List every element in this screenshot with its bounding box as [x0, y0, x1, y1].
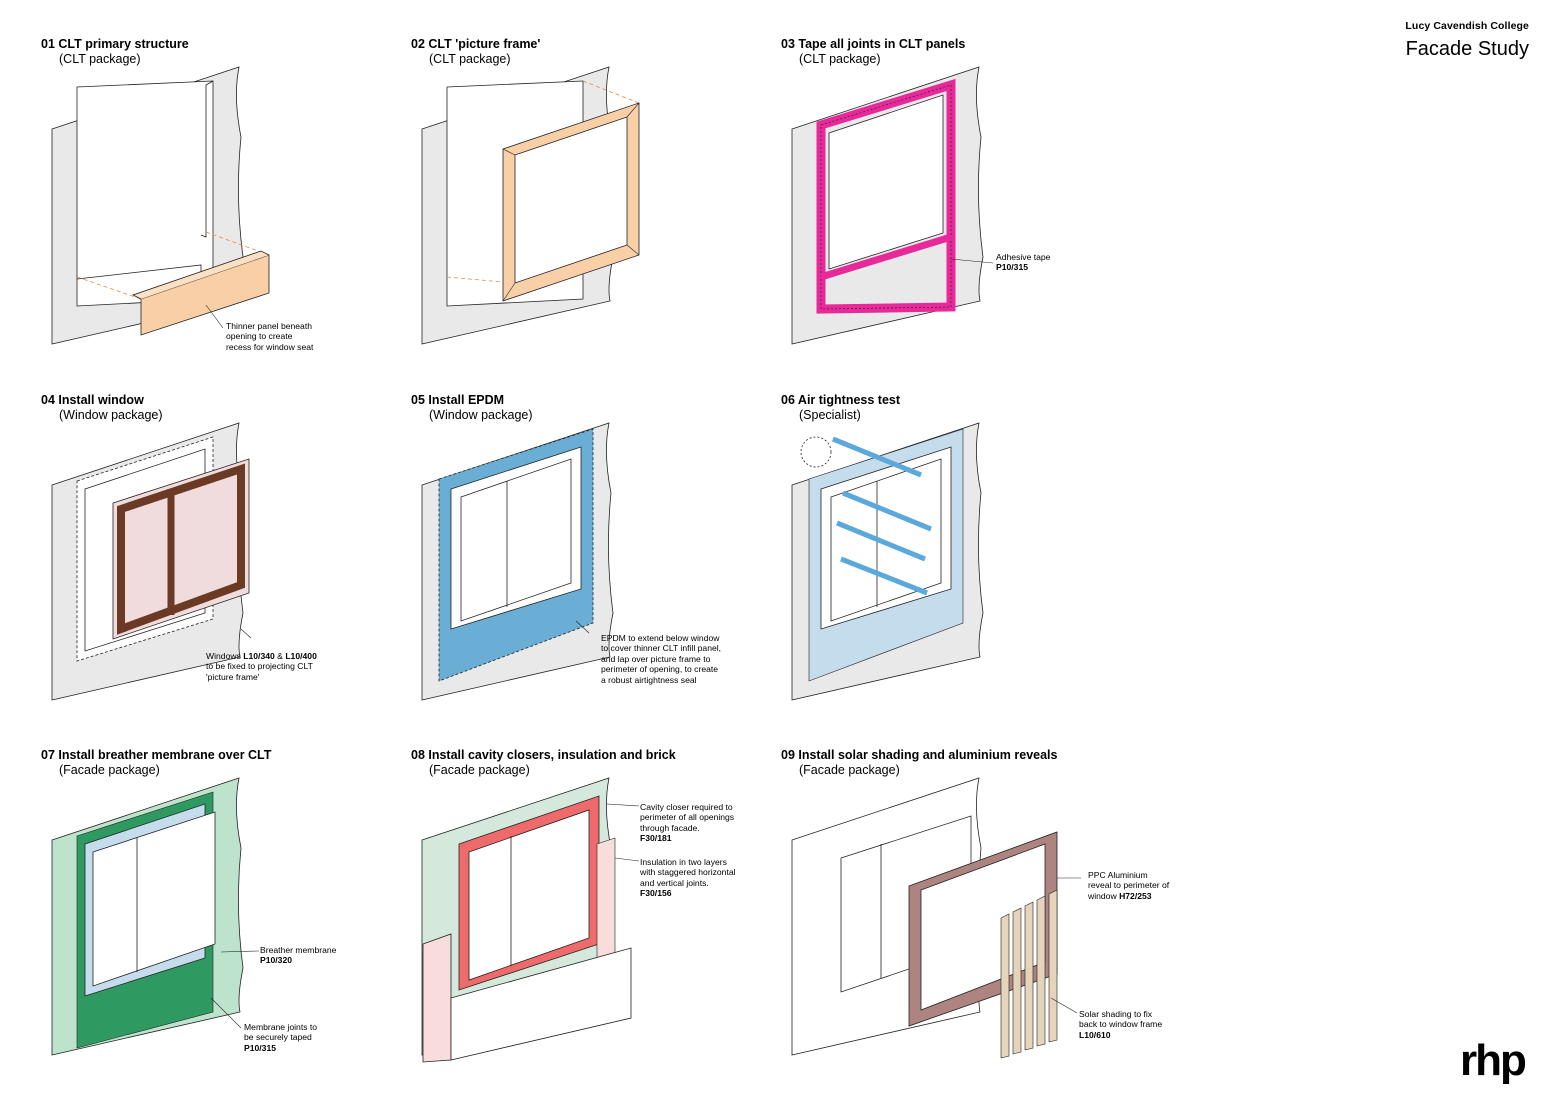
step-07-drawing	[51, 777, 260, 1056]
step-title: 05 Install EPDM	[411, 393, 505, 407]
step-01-drawing	[51, 66, 270, 345]
step-title: 02 CLT 'picture frame'	[411, 37, 541, 51]
note-cavity-closer: Cavity closer required to perimeter of a…	[640, 802, 735, 844]
step-title: 07 Install breather membrane over CLT	[41, 748, 272, 762]
step-title: 08 Install cavity closers, insulation an…	[411, 748, 676, 762]
step-subtitle: (Facade package)	[799, 763, 900, 777]
note-solar-shading: Solar shading to fix back to window fram…	[1079, 1009, 1163, 1040]
step-07-panel: 07 Install breather membrane over CLT (F…	[41, 748, 411, 1093]
step-subtitle: (CLT package)	[59, 52, 141, 66]
step-subtitle: (CLT package)	[799, 52, 881, 66]
step-03-drawing	[791, 66, 994, 345]
note-adhesive-tape: Adhesive tape P10/315	[996, 252, 1051, 273]
step-title: 03 Tape all joints in CLT panels	[781, 37, 966, 51]
step-subtitle: (Facade package)	[429, 763, 530, 777]
step-04-panel: 04 Install window (Window package) Windo…	[41, 393, 411, 738]
step-01-panel: 01 CLT primary structure (CLT package) T…	[41, 37, 411, 382]
step-03-panel: 03 Tape all joints in CLT panels (CLT pa…	[781, 37, 1151, 382]
step-subtitle: (Window package)	[59, 408, 163, 422]
step-08-panel: 08 Install cavity closers, insulation an…	[411, 748, 781, 1093]
step-06-panel: 06 Air tightness test (Specialist)	[781, 393, 1151, 738]
note-aluminium-reveal: PPC Aluminium reveal to perimeter of win…	[1088, 870, 1170, 901]
title-block: Lucy Cavendish College Facade Study	[1405, 20, 1529, 61]
note-insulation: Insulation in two layers with staggered …	[640, 857, 736, 899]
step-09-panel: 09 Install solar shading and aluminium r…	[781, 748, 1169, 1093]
note-thinner-panel: Thinner panel beneath opening to create …	[226, 321, 314, 352]
rhp-logo: rhp	[1460, 1036, 1527, 1085]
step-subtitle: (Window package)	[429, 408, 533, 422]
step-08-drawing	[421, 777, 640, 1063]
step-02-panel: 02 CLT 'picture frame' (CLT package)	[411, 37, 781, 382]
step-06-drawing	[791, 422, 984, 701]
note-breather-membrane: Breather membrane P10/320	[260, 945, 337, 966]
step-09-drawing	[791, 777, 1081, 1059]
step-05-panel: 05 Install EPDM (Window package) EPDM to…	[411, 393, 781, 738]
step-title: 06 Air tightness test	[781, 393, 901, 407]
note-windows: Windows L10/340 & L10/400 to be fixed to…	[206, 651, 317, 682]
step-title: 09 Install solar shading and aluminium r…	[781, 748, 1058, 762]
step-05-drawing	[421, 422, 614, 701]
sheet-title: Facade Study	[1405, 38, 1529, 60]
note-membrane-joints: Membrane joints to be securely taped P10…	[244, 1022, 318, 1053]
note-epdm: EPDM to extend below window to cover thi…	[601, 633, 722, 685]
step-04-drawing	[51, 422, 252, 701]
step-02-drawing	[421, 66, 640, 345]
step-title: 01 CLT primary structure	[41, 37, 189, 51]
step-subtitle: (CLT package)	[429, 52, 511, 66]
step-subtitle: (Specialist)	[799, 408, 861, 422]
college-name: Lucy Cavendish College	[1405, 20, 1529, 32]
step-subtitle: (Facade package)	[59, 763, 160, 777]
step-title: 04 Install window	[41, 393, 144, 407]
